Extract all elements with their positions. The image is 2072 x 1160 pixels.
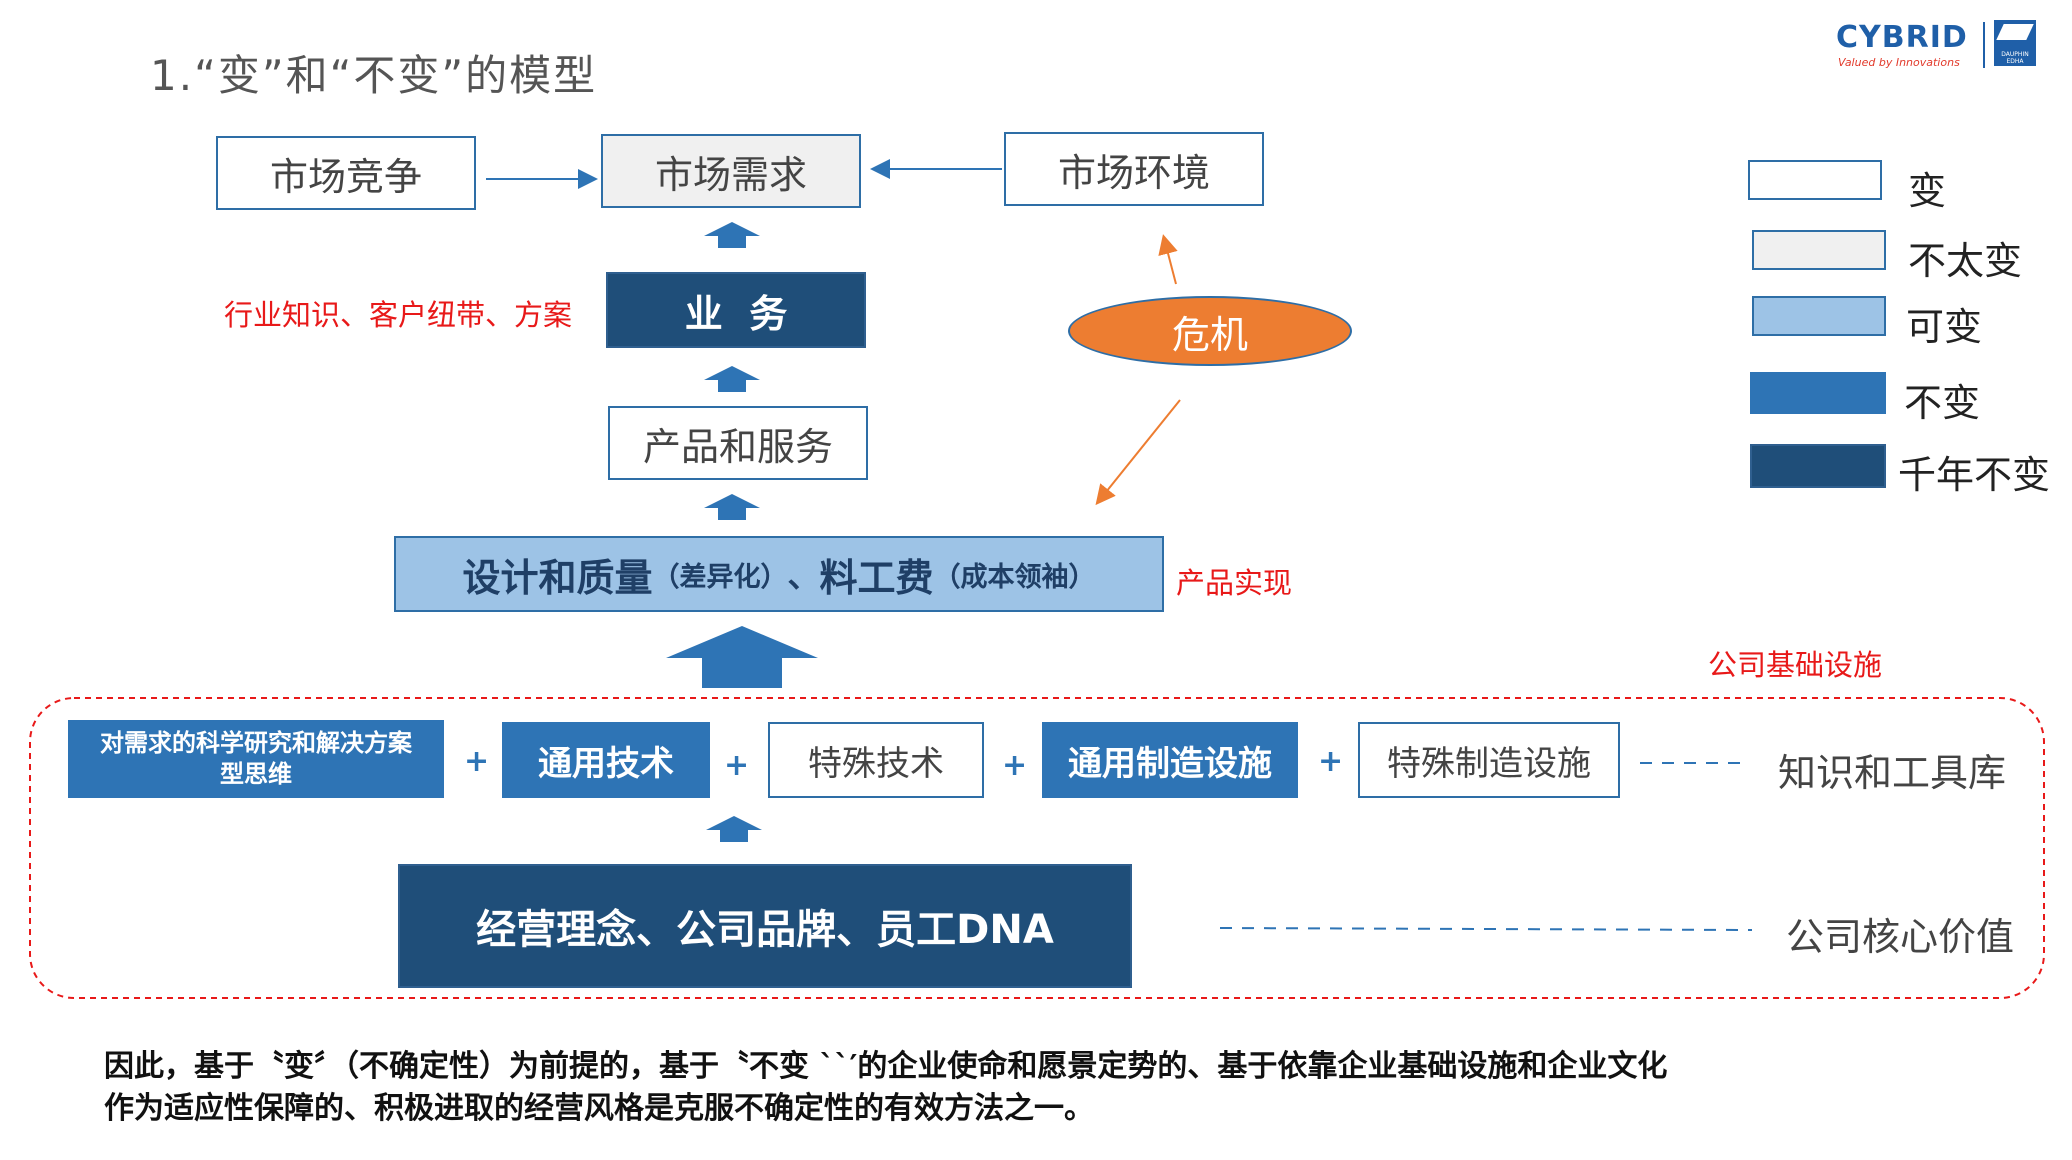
up-arrow-design <box>704 494 760 520</box>
market-demand-box: 市场需求 <box>601 134 861 208</box>
legend-label-change: 变 <box>1908 169 1947 213</box>
legend-label-unchanging: 不变 <box>1904 381 1981 425</box>
plus-sign-4: + <box>1318 744 1344 779</box>
up-arrow-core <box>706 816 762 842</box>
research-thinking-box: 对需求的科学研究和解决方案型思维 <box>68 720 444 798</box>
brand-tagline: Valued by Innovations <box>1838 56 1960 69</box>
material-cost-label: 料工费 <box>819 555 934 600</box>
design-quality-box: 设计和质量 （差异化） 、 料工费 （成本领袖） <box>394 536 1164 612</box>
legend-swatch-unchanging <box>1750 372 1886 414</box>
market-environment-box: 市场环境 <box>1004 132 1264 206</box>
legend-label-changeable: 可变 <box>1906 305 1983 349</box>
legend-label-eternal: 千年不变 <box>1898 453 2051 497</box>
knowledge-library-label: 知识和工具库 <box>1778 751 2007 795</box>
design-separator: 、 <box>787 557 820 595</box>
arrow-crisis-to-environment <box>1158 234 1178 285</box>
business-annotation: 行业知识、客户纽带、方案 <box>224 298 573 332</box>
legend-swatch-changeable <box>1752 296 1886 336</box>
core-values-box: 经营理念、公司品牌、员工DNA <box>398 864 1132 988</box>
material-cost-sub: （成本领袖） <box>933 561 1096 593</box>
general-tech-box: 通用技术 <box>502 722 710 798</box>
product-realization-annotation: 产品实现 <box>1176 566 1293 600</box>
plus-sign-2: + <box>724 748 750 783</box>
design-quality-sub: （差异化） <box>652 561 788 593</box>
conclusion-line-2: 作为适应性保障的、积极进取的经营风格是克服不确定性的有效方法之一。 <box>104 1091 1094 1126</box>
up-arrow-products <box>704 366 760 392</box>
legend: 变 不太变 可变 不变 千年不变 <box>1740 154 2070 504</box>
up-arrow-large <box>666 626 818 688</box>
core-values-label: 公司核心价值 <box>1786 915 2015 959</box>
general-mfg-box: 通用制造设施 <box>1042 722 1298 798</box>
arrow-crisis-to-design <box>1095 399 1181 506</box>
logo-divider <box>1983 22 1985 68</box>
up-arrow-business <box>704 222 760 248</box>
brand-name: CYBRID <box>1836 20 1968 55</box>
business-box: 业 务 <box>606 272 866 348</box>
plus-sign-1: + <box>464 744 490 779</box>
crisis-ellipse: 危机 <box>1068 296 1352 366</box>
infra-container <box>29 697 2045 999</box>
products-services-box: 产品和服务 <box>608 406 868 480</box>
conclusion-line-1: 因此，基于〝变〞（不确定性）为前提的，基于〝不变 ``′的企业使命和愿景定势的、… <box>104 1049 1668 1084</box>
slide-title: 1.“变”和“不变”的模型 <box>150 51 598 100</box>
market-competition-box: 市场竞争 <box>216 136 476 210</box>
legend-swatch-little-change <box>1752 230 1886 270</box>
logo-mark-icon: DAUPHIN EDHA <box>1994 20 2036 66</box>
infra-annotation: 公司基础设施 <box>1708 648 1883 682</box>
legend-label-little-change: 不太变 <box>1908 239 2023 283</box>
special-tech-box: 特殊技术 <box>768 722 984 798</box>
design-quality-label: 设计和质量 <box>462 555 653 600</box>
legend-swatch-eternal <box>1750 444 1886 488</box>
legend-swatch-change <box>1748 160 1882 200</box>
conclusion-text: 因此，基于〝变〞（不确定性）为前提的，基于〝不变 ``′的企业使命和愿景定势的、… <box>104 1046 2044 1130</box>
brand-logo: CYBRID Valued by Innovations DAUPHIN EDH… <box>1836 20 2056 70</box>
core-leader <box>1219 927 1753 931</box>
plus-sign-3: + <box>1002 748 1028 783</box>
special-mfg-box: 特殊制造设施 <box>1358 722 1620 798</box>
